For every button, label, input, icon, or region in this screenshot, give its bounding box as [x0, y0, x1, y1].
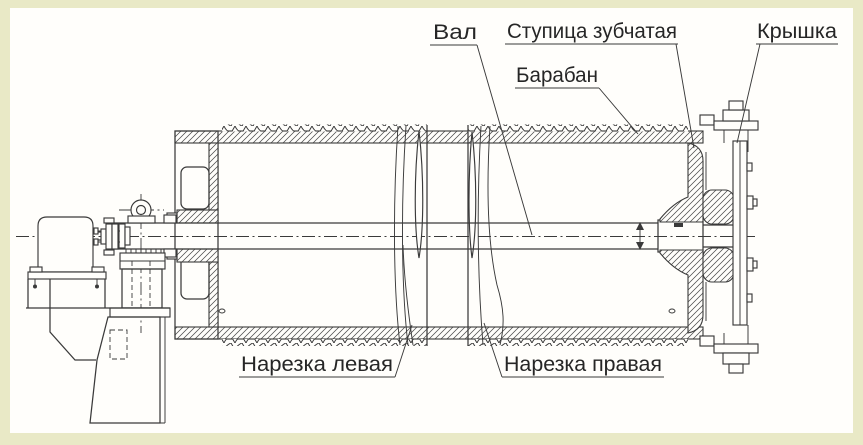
bearing-pedestal — [109, 194, 177, 333]
motor-body — [37, 216, 94, 273]
support-leg — [89, 316, 161, 424]
thread-crossover-middle — [393, 125, 504, 346]
drum-shell-bottom — [174, 326, 704, 340]
thread-teeth-bottom-left — [222, 339, 427, 346]
label-cover: Крышка — [757, 20, 837, 43]
cover-bolt-upper — [746, 195, 754, 210]
label-shaft: Вал — [433, 21, 477, 44]
callouts: Вал Ступица зубчатая Крышка Барабан Наре… — [239, 20, 838, 378]
drain-hole-left — [218, 308, 226, 314]
flange-bolt-bottom — [699, 325, 759, 374]
leader-shaft-line — [430, 44, 533, 236]
thread-groove-left — [414, 130, 424, 259]
leader-drum-line — [515, 87, 639, 135]
label-thread-left: Нарезка левая — [241, 353, 393, 376]
coupling — [93, 217, 120, 256]
end-flange-upper — [659, 142, 704, 223]
leader-cover-line — [736, 43, 838, 144]
shaft — [113, 219, 746, 253]
drum-shell-top — [174, 130, 704, 144]
thread-groove-right — [468, 131, 477, 259]
right-end-assembly — [659, 100, 759, 374]
left-hub-lower — [176, 248, 219, 263]
keyway — [674, 223, 683, 227]
label-gear-hub: Ступица зубчатая — [507, 20, 677, 43]
left-hub-upper — [176, 209, 219, 224]
support-frame — [26, 279, 170, 424]
drum-left-end-disc — [166, 130, 219, 340]
leader-thread-left-line — [239, 324, 413, 378]
leader-thread-right-line — [483, 322, 664, 378]
drain-hole-right — [668, 308, 676, 314]
thread-teeth-top-right — [468, 124, 688, 132]
cover-bolt-lower — [746, 257, 754, 272]
motor-base-plate — [27, 271, 107, 280]
label-drum: Барабан — [516, 64, 598, 87]
label-thread-right: Нарезка правая — [504, 353, 662, 376]
gear-hub-lower — [702, 247, 735, 283]
thread-teeth-bottom-right — [468, 339, 688, 346]
thread-teeth-top-left — [222, 124, 427, 132]
diameter-arrow — [636, 222, 644, 250]
drum-body — [166, 124, 704, 346]
flange-bolt-top — [699, 100, 759, 152]
pedestal-base — [109, 307, 171, 318]
end-flange-lower — [659, 249, 704, 334]
leader-gear-hub-line — [505, 43, 695, 149]
gear-hub-upper — [702, 189, 735, 225]
hidden-hole-outline — [109, 329, 128, 360]
support-bracket — [49, 279, 96, 361]
